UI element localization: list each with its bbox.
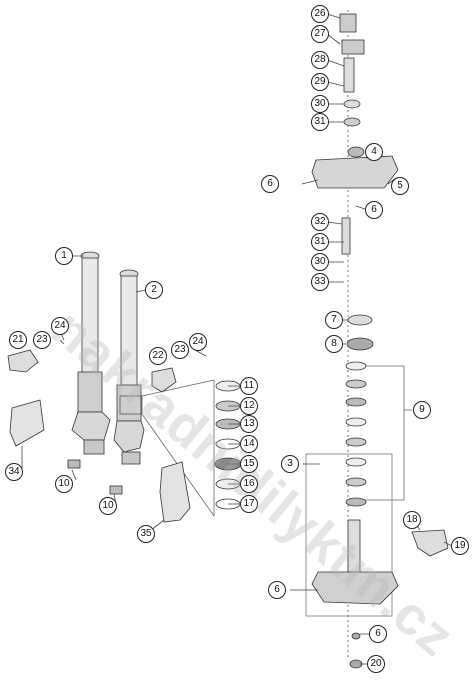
callout-label: 16: [240, 475, 258, 493]
callout-label: 19: [451, 537, 469, 555]
callout-label: 21: [9, 331, 27, 349]
callout-label: 8: [325, 335, 343, 353]
callout-label: 20: [367, 655, 385, 673]
lower-clamp: [311, 571, 399, 605]
callout-label: 10: [99, 497, 117, 515]
callout-label: 14: [240, 435, 258, 453]
callout-label: 31: [311, 113, 329, 131]
callout-label: 18: [403, 511, 421, 529]
callout-label: 4: [365, 143, 383, 161]
bracket-18: [411, 529, 449, 557]
callout-label: 29: [311, 73, 329, 91]
fork-leg-left: [71, 251, 111, 455]
guard-21: [7, 349, 39, 373]
callout-label: 17: [240, 495, 258, 513]
callout-label: 26: [311, 5, 329, 23]
callout-label: 3: [281, 455, 299, 473]
callout-label: 24: [189, 333, 207, 351]
bearing-stack: [345, 361, 367, 507]
callout-label: 28: [311, 51, 329, 69]
top-clamp: [311, 155, 399, 189]
callout-label: 23: [171, 341, 189, 359]
callout-label: 11: [240, 377, 258, 395]
callout-label: 1: [55, 247, 73, 265]
callout-label: 5: [391, 177, 409, 195]
callout-label: 15: [240, 455, 258, 473]
bracket-34: [9, 399, 45, 447]
callout-label: 13: [240, 415, 258, 433]
seal-stack: [214, 380, 242, 510]
callout-label: 10: [55, 475, 73, 493]
callout-label: 6: [268, 581, 286, 599]
callout-label: 35: [137, 525, 155, 543]
callout-label: 2: [145, 281, 163, 299]
callout-label: 34: [5, 463, 23, 481]
callout-label: 27: [311, 25, 329, 43]
callout-label: 22: [149, 347, 167, 365]
callout-label: 6: [365, 201, 383, 219]
callout-label: 33: [311, 273, 329, 291]
callout-label: 30: [311, 253, 329, 271]
callout-label: 24: [51, 317, 69, 335]
callout-label: 6: [261, 175, 279, 193]
clamp-22: [151, 367, 177, 393]
bracket-35: [159, 461, 191, 523]
callout-label: 31: [311, 233, 329, 251]
fork-leg-right: [113, 269, 145, 465]
callout-label: 6: [369, 625, 387, 643]
callout-label: 9: [413, 401, 431, 419]
callout-label: 30: [311, 95, 329, 113]
callout-label: 12: [240, 397, 258, 415]
callout-label: 32: [311, 213, 329, 231]
callout-label: 7: [325, 311, 343, 329]
callout-label: 23: [33, 331, 51, 349]
